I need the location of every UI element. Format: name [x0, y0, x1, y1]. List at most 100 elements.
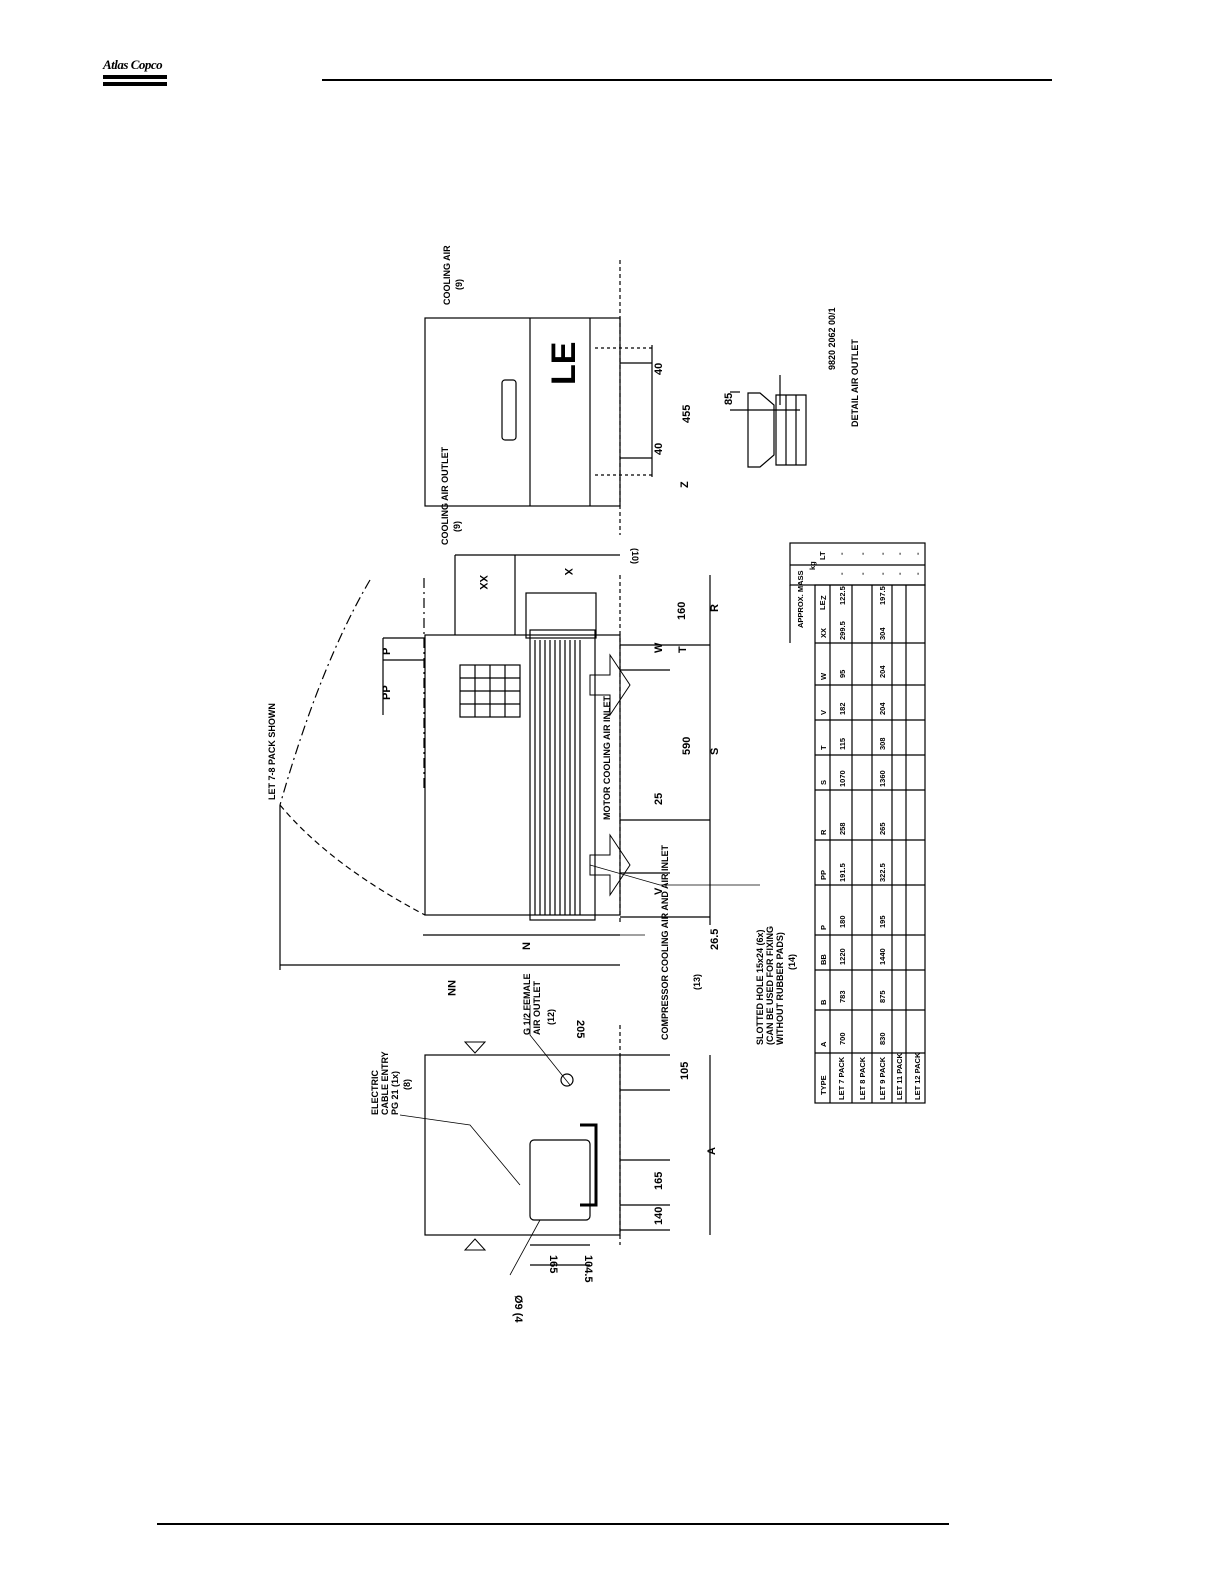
dim-t: T: [677, 646, 689, 653]
let9-p: 195: [878, 915, 887, 928]
drawing-svg: LET 7-8 PACK SHOWN 9820 2062 00/1 DETAIL…: [267, 245, 926, 1325]
let7-a: 700: [838, 1032, 847, 1045]
let11-mass-le: -: [895, 572, 904, 575]
footer-rule: [157, 1523, 949, 1525]
dim-p: P: [381, 648, 393, 655]
motor-cooling-label: MOTOR COOLING AIR INLET: [602, 696, 612, 820]
dim-z: Z: [679, 481, 691, 488]
dim-w: W: [653, 642, 665, 653]
col-r: R: [819, 829, 828, 835]
dimension-table: APPROX. MASS kg LE LT TYPE A B BB P PP R…: [796, 551, 922, 1100]
col-w: W: [819, 672, 828, 680]
hole-dimension: Ø9 (4 X): [512, 1295, 524, 1325]
slotted-hole-line-2: (CAN BE USED FOR FIXING: [765, 926, 775, 1045]
detail-air-outlet: [730, 375, 807, 468]
let8-mass-lt: -: [858, 552, 867, 555]
atlas-copco-logo: Atlas Copco: [103, 58, 167, 89]
row-let12-type: LET 12 PACK: [913, 1052, 922, 1100]
detail-air-outlet-label: DETAIL AIR OUTLET: [850, 339, 860, 427]
drawing-number: 9820 2062 00/1: [827, 307, 837, 370]
let11-mass-lt: -: [895, 552, 904, 555]
let7-bb: 1220: [838, 948, 847, 965]
ref-14: (14): [787, 954, 797, 970]
let12-mass-le: -: [913, 572, 922, 575]
col-bb: BB: [819, 954, 828, 965]
let9-pp: 322.5: [878, 863, 887, 882]
col-b: B: [819, 999, 828, 1005]
let12-mass-lt: -: [913, 552, 922, 555]
dim-r: R: [709, 604, 721, 612]
let7-p: 180: [838, 915, 847, 928]
let7-v: 182: [838, 702, 847, 715]
header-rule: [322, 79, 1052, 81]
let7-mass-lt: -: [837, 552, 846, 555]
le-brand-plate: LE: [545, 342, 583, 385]
air-outlet-line-2: AIR OUTLET: [532, 981, 542, 1035]
let9-mass-le: -: [878, 572, 887, 575]
row-let7-type: LET 7 PACK: [837, 1056, 846, 1100]
dim-nn: NN: [445, 980, 457, 996]
let9-r: 265: [878, 822, 887, 835]
dim-25: 25: [653, 793, 665, 805]
let7-pp: 191.5: [838, 863, 847, 882]
let9-v: 204: [878, 702, 887, 715]
dim-xx: XX: [477, 575, 489, 590]
col-a: A: [819, 1041, 828, 1047]
brand-name: Atlas Copco: [103, 57, 163, 72]
row-let11-type: LET 11 PACK: [895, 1052, 904, 1100]
let7-z: 122.5: [838, 586, 847, 605]
col-v: V: [819, 710, 828, 715]
dim-40b: 40: [653, 443, 665, 455]
side-view: [279, 554, 760, 970]
dim-pp: PP: [381, 685, 393, 700]
let9-z: 197.5: [878, 586, 887, 605]
drawing-labels: LET 7-8 PACK SHOWN 9820 2062 00/1 DETAIL…: [267, 245, 860, 1325]
dim-x: X: [562, 568, 574, 576]
col-type: TYPE: [819, 1075, 828, 1095]
title-note: LET 7-8 PACK SHOWN: [267, 703, 277, 800]
let7-mass-le: -: [837, 572, 846, 575]
col-pp: PP: [819, 870, 828, 880]
front-view: [424, 260, 653, 535]
dim-104-5: 104.5: [582, 1255, 594, 1283]
let9-w: 204: [878, 665, 887, 678]
mass-unit: kg: [808, 561, 817, 570]
ref-10: (10): [630, 548, 640, 564]
col-z: Z: [819, 595, 828, 600]
cooling-outlet-bottom-label: COOLING AIR OUTLET: [440, 446, 450, 545]
dim-40a: 40: [653, 363, 665, 375]
dimension-table-frame: [789, 542, 926, 1104]
compressor-cooling-label: COMPRESSOR COOLING AIR AND AIR INLET: [660, 844, 670, 1040]
ref-9a: (9): [454, 279, 464, 290]
dim-205: 205: [574, 1020, 586, 1038]
dim-165a: 165: [653, 1172, 665, 1190]
let7-s: 1070: [838, 770, 847, 787]
row-let8-type: LET 8 PACK: [858, 1056, 867, 1100]
cooling-outlet-top-label: COOLING AIR OUTLET: [442, 245, 452, 305]
let8-mass-le: -: [858, 572, 867, 575]
dim-a: A: [706, 1147, 718, 1155]
dim-s: S: [709, 748, 721, 755]
col-t: T: [819, 745, 828, 750]
ref-8: (8): [402, 1079, 412, 1090]
dim-85: 85: [723, 393, 735, 405]
cable-entry-line-3: PG 21 (1x): [390, 1071, 400, 1115]
dim-165b: 165: [547, 1255, 559, 1273]
row-let9-type: LET 9 PACK: [878, 1056, 887, 1100]
cable-entry-line-1: ELECTRIC: [370, 1069, 380, 1115]
mass-header: APPROX. MASS: [796, 570, 805, 628]
let7-b: 783: [838, 990, 847, 1003]
let9-b: 875: [878, 990, 887, 1003]
dim-v: V: [653, 887, 665, 895]
ref-9b: (9): [452, 521, 462, 532]
air-outlet-line-1: G 1/2 FEMALE: [522, 973, 532, 1035]
col-s: S: [819, 780, 828, 785]
dim-160: 160: [676, 602, 688, 620]
let9-xx: 304: [878, 627, 887, 640]
cable-entry-line-2: CABLE ENTRY: [380, 1051, 390, 1115]
let9-t: 308: [878, 737, 887, 750]
let7-t: 115: [838, 738, 847, 750]
dim-455: 455: [681, 405, 693, 423]
dim-105: 105: [679, 1062, 691, 1080]
let7-r: 258: [838, 822, 847, 835]
